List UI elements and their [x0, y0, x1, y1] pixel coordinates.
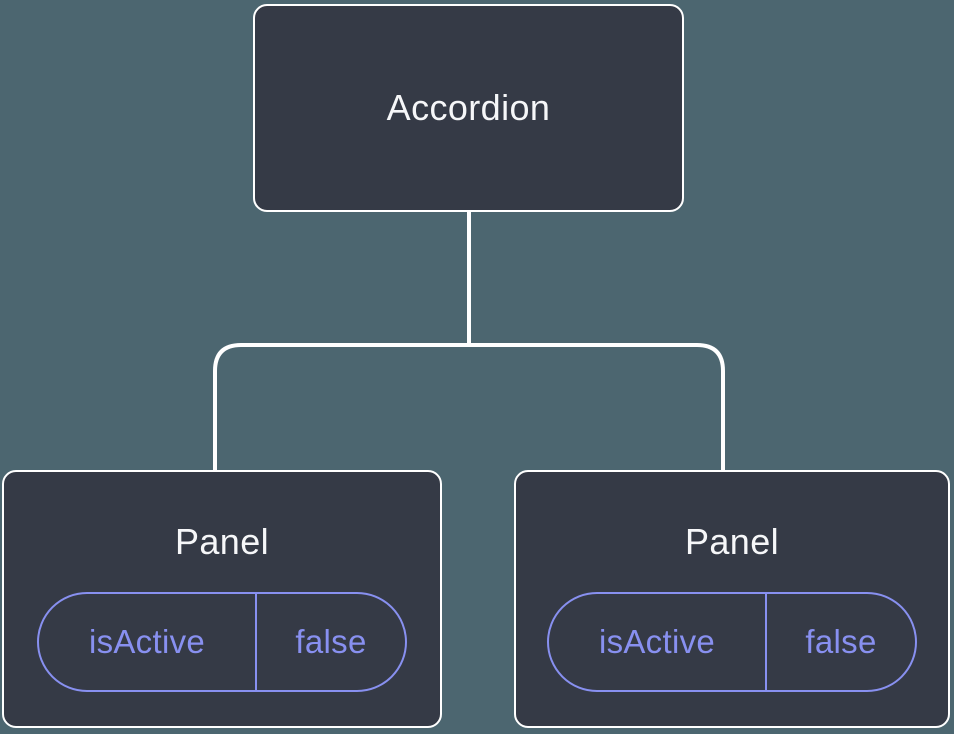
component-node-panel-right: Panel isActive false — [514, 470, 950, 728]
panel-node-label: Panel — [684, 521, 780, 562]
state-pill-value-cell: false — [257, 594, 405, 690]
state-pill-value-cell: false — [767, 594, 915, 690]
state-pill-key-cell: isActive — [39, 594, 257, 690]
state-key-label: isActive — [598, 623, 716, 660]
component-node-accordion: Accordion — [253, 4, 684, 212]
panel-node-label: Panel — [174, 521, 270, 562]
state-pill: isActive false — [37, 592, 407, 692]
state-value-label: false — [805, 623, 877, 660]
state-key-label: isActive — [88, 623, 206, 660]
component-node-panel-left: Panel isActive false — [2, 470, 442, 728]
state-pill: isActive false — [547, 592, 917, 692]
state-pill-key-cell: isActive — [549, 594, 767, 690]
state-value-label: false — [295, 623, 367, 660]
accordion-node-label: Accordion — [386, 87, 551, 128]
connector-branch-bracket — [213, 343, 725, 472]
